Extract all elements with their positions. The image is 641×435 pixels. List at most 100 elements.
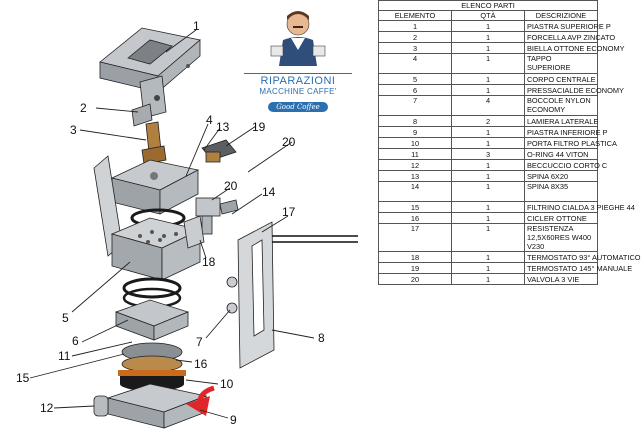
part-upper-plate [99, 27, 201, 93]
table-title-row: ELENCO PARTI [378, 0, 598, 11]
callout-3: 3 [70, 123, 77, 137]
part-bushings [226, 276, 238, 314]
cell-qty: 1 [451, 181, 525, 202]
cell-qty: 1 [451, 31, 525, 43]
cell-qty: 1 [451, 137, 525, 149]
callout-9: 9 [230, 413, 237, 427]
callout-16: 16 [194, 357, 208, 371]
barista-mascot-icon [270, 11, 326, 66]
cell-qty: 1 [451, 126, 525, 138]
cell-description: SPINA 8X35 [524, 181, 598, 202]
cell-qty: 1 [451, 73, 525, 85]
leader-lines [29, 29, 315, 419]
logo: RIPARAZIONI MACCHINE CAFFE' Good Coffee [244, 6, 352, 124]
cell-description: FILTRINO CIALDA 3 PIEGHE 44 [524, 201, 635, 213]
part-spout [93, 395, 109, 417]
cell-element: 17 [378, 223, 452, 252]
logo-subtitle: MACCHINE CAFFE' [259, 87, 337, 96]
cell-description: CICLER OTTONE [524, 212, 598, 224]
part-lower-plate [106, 383, 208, 429]
cell-qty: 1 [451, 223, 525, 252]
callout-20-mid: 20 [224, 179, 238, 193]
cell-element: 2 [378, 31, 452, 43]
cell-description: VALVOLA 3 VIE [524, 273, 598, 285]
cell-qty: 1 [451, 53, 525, 74]
cell-element: 1 [378, 20, 452, 32]
cell-description: O-RING 44 VITON [524, 148, 598, 160]
cell-description: PIASTRA INFERIORE P [524, 126, 608, 138]
cell-qty: 1 [451, 42, 525, 54]
cell-description: TERMOSTATO 93° AUTOMATICO [524, 251, 641, 263]
header-element: ELEMENTO [378, 10, 452, 21]
logo-badge: Good Coffee [268, 102, 328, 112]
cell-element: 8 [378, 115, 452, 127]
part-brass-link [141, 121, 167, 165]
cell-qty: 1 [451, 273, 525, 285]
callout-17: 17 [282, 205, 296, 219]
callout-18: 18 [202, 255, 216, 269]
cell-element: 16 [378, 212, 452, 224]
part-top-cap [110, 159, 200, 215]
cell-qty: 4 [451, 95, 525, 116]
cell-element: 20 [378, 273, 452, 285]
part-side-sheet-right [237, 221, 358, 369]
callout-5: 5 [62, 311, 69, 325]
cell-description: CORPO CENTRALE [524, 73, 598, 85]
cell-qty: 2 [451, 115, 525, 127]
callout-15: 15 [16, 371, 30, 385]
cell-description: LAMIERA LATERALE [524, 115, 598, 127]
cell-description: FORCELLA AVP ZINCATO [524, 31, 615, 43]
header-description: DESCRIZIONE [524, 10, 598, 21]
cell-element: 5 [378, 73, 452, 85]
cell-description: TAPPO SUPERIORE [524, 53, 598, 74]
cell-element: 12 [378, 159, 452, 171]
cell-description: TERMOSTATO 145° MANUALE [524, 262, 632, 274]
callout-1: 1 [193, 19, 200, 33]
cell-element: 15 [378, 201, 452, 213]
cell-element: 13 [378, 170, 452, 182]
exploded-diagram: 1 2 3 4 13 19 20 20 14 5 17 18 6 8 7 11 … [16, 19, 358, 429]
part-thermostat-auto [183, 215, 205, 249]
table-header-row: ELEMENTO QTÀ DESCRIZIONE [378, 10, 598, 21]
callout-20-top: 20 [282, 135, 296, 149]
cell-qty: 1 [451, 170, 525, 182]
part-fork [131, 75, 167, 127]
cell-description: BOCCOLE NYLON ECONOMY [524, 95, 598, 116]
cell-description: PIASTRA SUPERIORE P [524, 20, 611, 32]
cell-element: 11 [378, 148, 452, 160]
cell-qty: 1 [451, 159, 525, 171]
part-valve [195, 197, 239, 235]
callout-10: 10 [220, 377, 234, 391]
cell-qty: 1 [451, 262, 525, 274]
header-qty: QTÀ [451, 10, 525, 21]
cell-qty: 1 [451, 251, 525, 263]
part-press-plate [114, 299, 190, 341]
callout-6: 6 [72, 334, 79, 348]
cell-element: 7 [378, 95, 452, 116]
cell-description: RESISTENZA 12,5X60RES W400 V230 [524, 223, 598, 252]
cell-element: 10 [378, 137, 452, 149]
cell-description: SPINA 6X20 [524, 170, 598, 182]
cell-element: 14 [378, 181, 452, 202]
callout-12: 12 [40, 401, 54, 415]
callout-11: 11 [58, 349, 71, 363]
cell-description: BIELLA OTTONE ECONOMY [524, 42, 625, 54]
callout-7: 7 [196, 335, 203, 349]
